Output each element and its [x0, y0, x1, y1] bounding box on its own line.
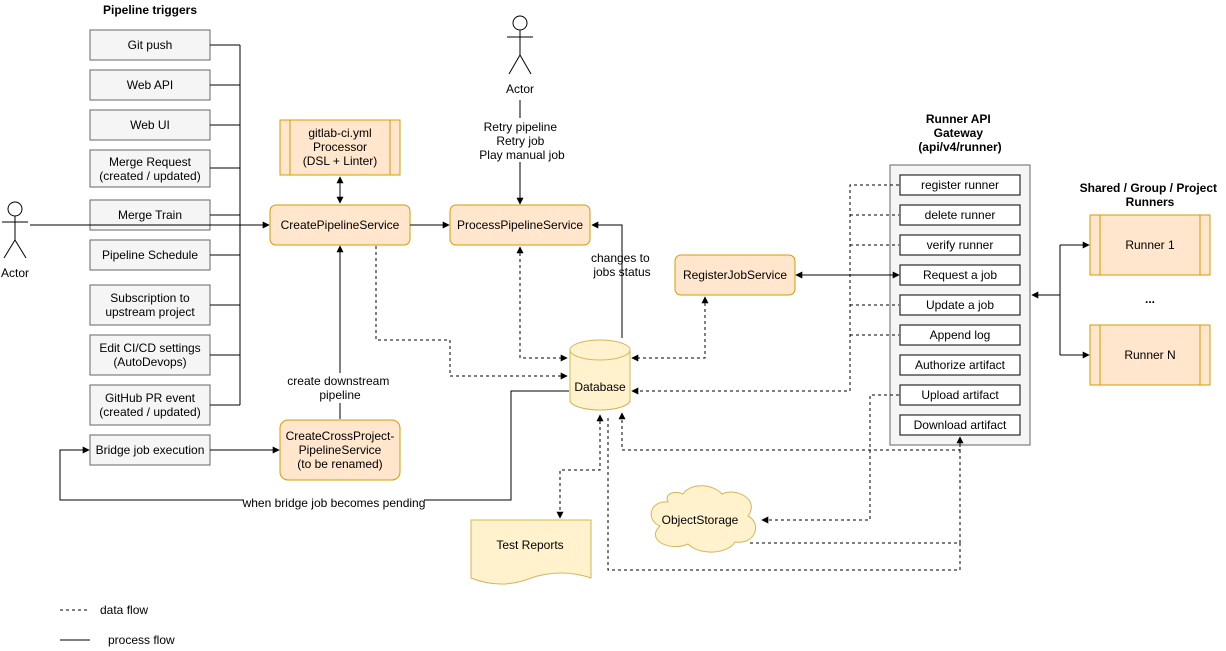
svg-text:Download artifact: Download artifact — [914, 418, 1007, 432]
svg-text:Upload artifact: Upload artifact — [921, 388, 999, 402]
svg-text:RegisterJobService: RegisterJobService — [683, 268, 787, 282]
svg-text:Runner 1: Runner 1 — [1125, 238, 1175, 252]
pipeline-triggers-heading: Pipeline triggers — [103, 3, 197, 17]
api-verify-runner: verify runner — [899, 234, 1021, 256]
svg-text:Runner N: Runner N — [1124, 348, 1175, 362]
svg-text:Web UI: Web UI — [130, 118, 170, 132]
register-job-service-box: RegisterJobService — [674, 254, 796, 296]
svg-text:Bridge job execution: Bridge job execution — [96, 443, 205, 457]
create-pipeline-service-box: CreatePipelineService — [269, 204, 411, 246]
svg-text:ProcessPipelineService: ProcessPipelineService — [457, 218, 583, 232]
test-reports-document: Test Reports — [470, 519, 592, 585]
svg-text:GitHub PR event(created / upda: GitHub PR event(created / updated) — [99, 391, 200, 419]
svg-text:Pipeline Schedule: Pipeline Schedule — [102, 248, 198, 262]
svg-text:Database: Database — [574, 380, 626, 394]
cross-project-pipeline-service-box: CreateCrossProject-PipelineService(to be… — [279, 419, 401, 481]
api-append-log: Append log — [899, 324, 1021, 346]
register-job-db-flow — [631, 296, 709, 362]
bridge-pending-label: when bridge job becomes pending — [242, 496, 426, 510]
svg-text:Web API: Web API — [127, 78, 173, 92]
left-actor-icon — [2, 201, 28, 259]
svg-text:Authorize artifact: Authorize artifact — [915, 358, 1006, 372]
legend-process-flow-label: process flow — [108, 633, 175, 647]
downstream-pipeline-label: create downstream pipeline — [287, 374, 392, 402]
svg-text:delete runner: delete runner — [925, 208, 996, 222]
svg-text:Git push: Git push — [128, 38, 173, 52]
top-actor-label: Actor — [506, 82, 534, 96]
api-request-job: Request a job — [899, 264, 1021, 286]
db-to-test-reports-flow — [556, 414, 604, 519]
download-artifact-to-db-flow — [618, 412, 961, 451]
svg-text:Update a job: Update a job — [926, 298, 994, 312]
svg-text:CreateCrossProject-PipelineSer: CreateCrossProject-PipelineService(to be… — [286, 429, 395, 471]
api-upload-artifact: Upload artifact — [899, 384, 1021, 406]
svg-text:verify runner: verify runner — [927, 238, 994, 252]
svg-text:Edit CI/CD settings(AutoDevops: Edit CI/CD settings(AutoDevops) — [99, 341, 200, 369]
trigger-web-ui: Web UI — [89, 109, 211, 141]
trigger-github-pr-event: GitHub PR event(created / updated) — [89, 384, 211, 426]
svg-text:Request a job: Request a job — [923, 268, 997, 282]
api-branch-lines — [850, 214, 899, 336]
download-artifact-storage-flow — [750, 436, 964, 544]
svg-text:Append log: Append log — [930, 328, 991, 342]
svg-text:ObjectStorage: ObjectStorage — [662, 513, 739, 527]
trigger-edit-cicd-settings: Edit CI/CD settings(AutoDevops) — [89, 334, 211, 376]
gateway-runners-links — [1032, 244, 1088, 356]
upload-artifact-to-storage-flow — [761, 394, 899, 524]
runner-1-box: Runner 1 — [1089, 214, 1211, 276]
top-actor-icon — [507, 15, 533, 75]
create-pipeline-to-db-flow — [375, 246, 568, 380]
actor-actions-label: Retry pipeline Retry job Play manual job — [479, 120, 565, 162]
object-storage-cloud-icon: ObjectStorage — [650, 485, 757, 553]
api-update-job: Update a job — [899, 294, 1021, 316]
trigger-git-push: Git push — [89, 29, 211, 61]
api-authorize-artifact: Authorize artifact — [899, 354, 1021, 376]
trigger-web-api: Web API — [89, 69, 211, 101]
runner-n-box: Runner N — [1089, 324, 1211, 386]
trigger-merge-request: Merge Request(created / updated) — [89, 149, 211, 188]
svg-text:Merge Train: Merge Train — [118, 208, 182, 222]
api-to-db-flow — [631, 184, 899, 395]
process-pipeline-db-flow — [516, 246, 568, 362]
bridge-job-execution-box: Bridge job execution — [89, 434, 211, 466]
runner-ellipsis: ... — [1145, 292, 1155, 306]
trigger-pipeline-schedule: Pipeline Schedule — [89, 239, 211, 271]
database-icon: Database — [569, 339, 631, 411]
runner-api-gateway-heading: Runner API Gateway (api/v4/runner) — [918, 112, 1001, 154]
left-actor-label: Actor — [1, 266, 29, 280]
db-to-download-artifact-flow — [607, 418, 961, 571]
api-download-artifact: Download artifact — [899, 414, 1021, 436]
svg-text:register runner: register runner — [921, 178, 999, 192]
job-status-label: changes to jobs status — [591, 251, 653, 279]
shared-runners-heading: Shared / Group / Project Runners — [1080, 181, 1221, 209]
svg-text:Merge Request(created / update: Merge Request(created / updated) — [99, 155, 200, 183]
job-status-to-process-arrow — [591, 221, 623, 338]
process-pipeline-service-box: ProcessPipelineService — [449, 204, 591, 246]
svg-text:CreatePipelineService: CreatePipelineService — [281, 218, 400, 232]
svg-text:Test Reports: Test Reports — [496, 538, 563, 552]
api-register-runner: register runner — [899, 174, 1021, 196]
legend-data-flow-label: data flow — [100, 603, 148, 617]
api-delete-runner: delete runner — [899, 204, 1021, 226]
